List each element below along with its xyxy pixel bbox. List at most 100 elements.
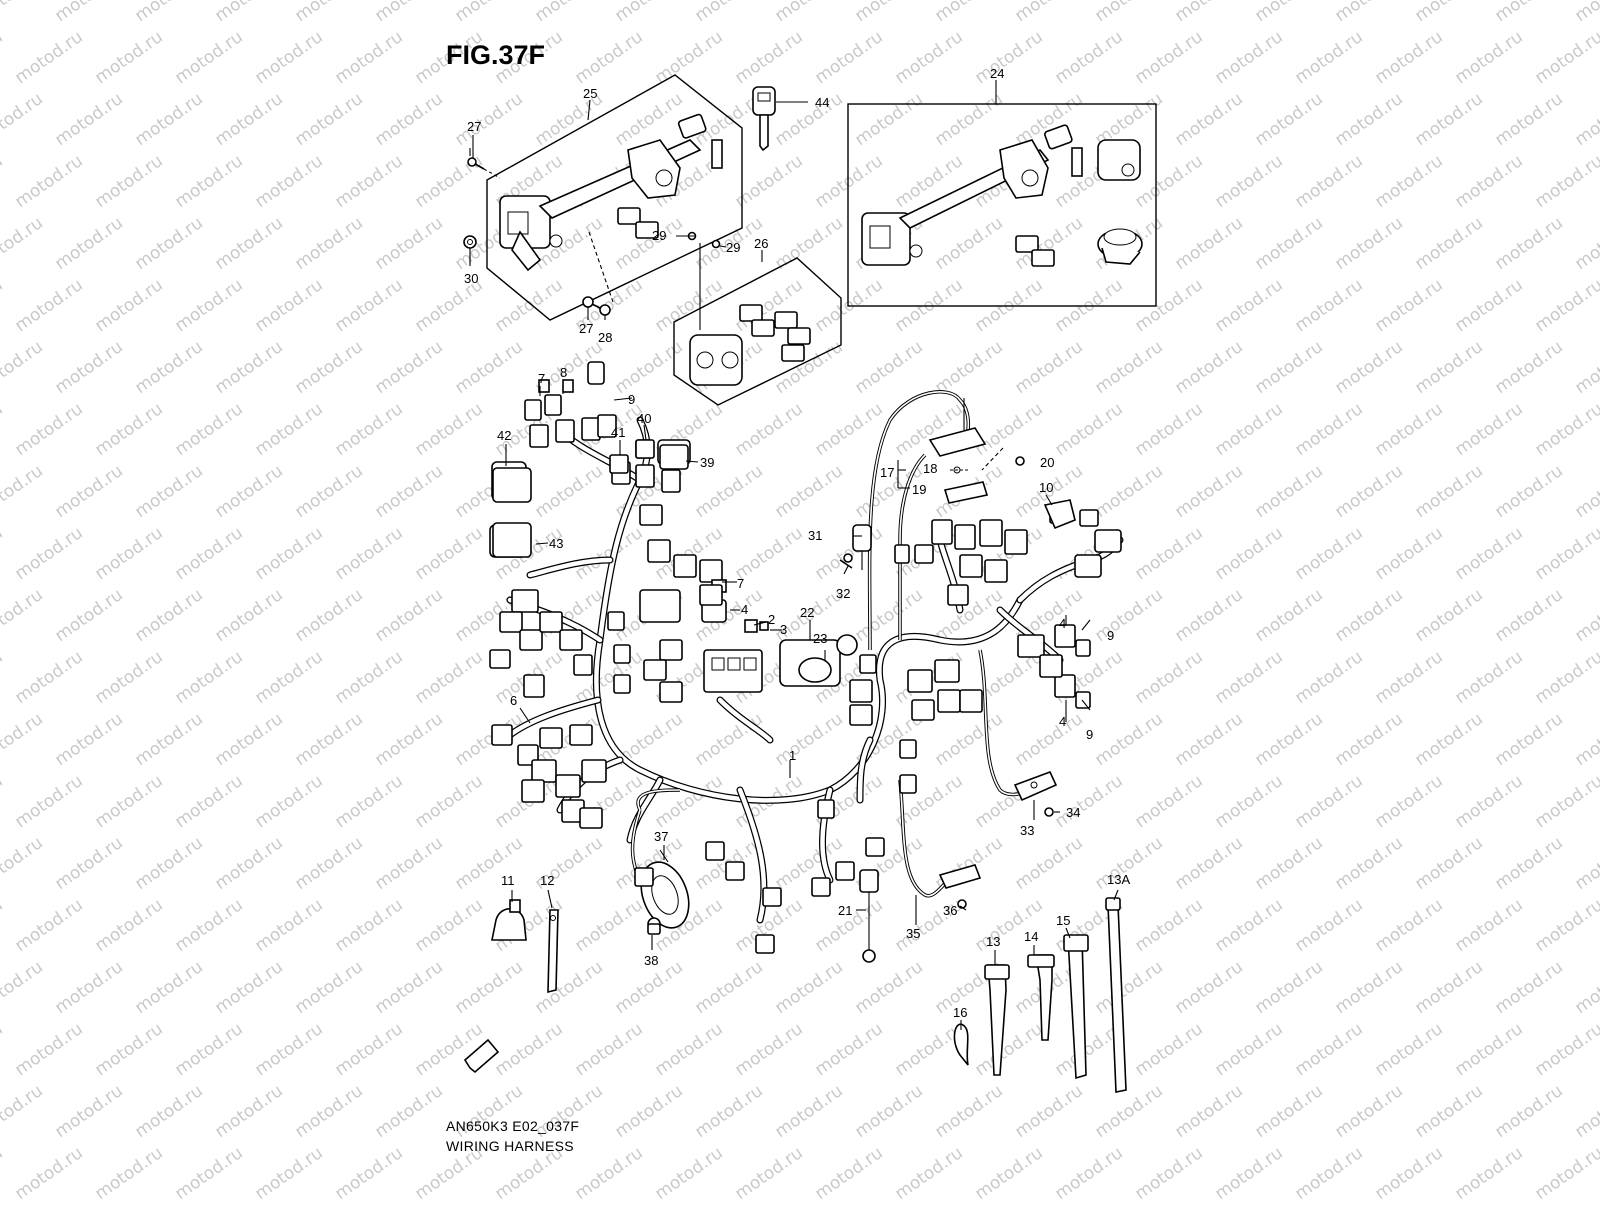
watermark-124: motod.ru [1251, 213, 1326, 274]
watermark-422: motod.ru [1011, 1081, 1086, 1142]
watermark-153: motod.ru [131, 337, 206, 398]
watermark-283: motod.ru [211, 709, 286, 770]
callout-43: 43 [549, 536, 563, 551]
callout-4-right-bottom: 4 [1059, 714, 1066, 729]
watermark-307: motod.ru [411, 771, 486, 832]
watermark-120: motod.ru [931, 213, 1006, 274]
watermark-433: motod.ru [171, 1143, 246, 1200]
watermark-48: motod.ru [331, 27, 406, 88]
watermark-402: motod.ru [1131, 1019, 1206, 1080]
fwd-arrow: FWD [463, 1038, 500, 1074]
watermark-427: motod.ru [1411, 1081, 1486, 1142]
watermark-302: motod.ru [11, 771, 86, 832]
watermark-136: motod.ru [491, 275, 566, 336]
watermark-126: motod.ru [1411, 213, 1486, 274]
watermark-319: motod.ru [1371, 771, 1446, 832]
watermark-239: motod.ru [131, 585, 206, 646]
watermark-428: motod.ru [1491, 1081, 1566, 1142]
watermark-257: motod.ru [1571, 585, 1600, 646]
watermark-405: motod.ru [1371, 1019, 1446, 1080]
callout-9-top: 9 [1107, 628, 1114, 643]
watermark-348: motod.ru [251, 895, 326, 956]
watermark-413: motod.ru [291, 1081, 366, 1142]
watermark-259: motod.ru [11, 647, 86, 708]
callout-23: 23 [813, 631, 827, 646]
watermark-423: motod.ru [1091, 1081, 1166, 1142]
watermark-97: motod.ru [811, 151, 886, 212]
watermark-220: motod.ru [331, 523, 406, 584]
callout-29-right: 29 [726, 240, 740, 255]
watermark-294: motod.ru [1091, 709, 1166, 770]
watermark-43: motod.ru [0, 27, 7, 88]
watermark-232: motod.ru [1291, 523, 1366, 584]
watermark-148: motod.ru [1451, 275, 1526, 336]
watermark-159: motod.ru [611, 337, 686, 398]
watermark-282: motod.ru [131, 709, 206, 770]
callout-2: 2 [768, 612, 775, 627]
callout-37: 37 [654, 829, 668, 844]
watermark-412: motod.ru [211, 1081, 286, 1142]
bracket-17-18-19-20 [928, 398, 1025, 504]
callout-12: 12 [540, 873, 554, 888]
callout-17: 17 [880, 465, 894, 480]
watermark-149: motod.ru [1531, 275, 1600, 336]
watermark-63: motod.ru [1531, 27, 1600, 88]
watermark-339: motod.ru [1251, 833, 1326, 894]
watermark-432: motod.ru [91, 1143, 166, 1200]
watermark-29: motod.ru [531, 0, 606, 26]
watermark-185: motod.ru [971, 399, 1046, 460]
watermark-449: motod.ru [1451, 1143, 1526, 1200]
watermark-370: motod.ru [291, 957, 366, 1018]
connectors-lower [579, 799, 885, 954]
watermark-233: motod.ru [1371, 523, 1446, 584]
callout-labels: 27 25 44 24 30 27 28 29 29 26 7 8 9 40 4… [464, 66, 1130, 1020]
watermark-230: motod.ru [1131, 523, 1206, 584]
watermark-146: motod.ru [1291, 275, 1366, 336]
watermark-167: motod.ru [1251, 337, 1326, 398]
watermark-329: motod.ru [451, 833, 526, 894]
watermark-154: motod.ru [211, 337, 286, 398]
watermark-103: motod.ru [1291, 151, 1366, 212]
watermark-263: motod.ru [331, 647, 406, 708]
watermark-251: motod.ru [1091, 585, 1166, 646]
watermark-383: motod.ru [1331, 957, 1406, 1018]
callout-8: 9 [628, 392, 635, 407]
watermark-325: motod.ru [131, 833, 206, 894]
watermark-292: motod.ru [931, 709, 1006, 770]
watermark-157: motod.ru [451, 337, 526, 398]
watermark-397: motod.ru [731, 1019, 806, 1080]
watermark-296: motod.ru [1251, 709, 1326, 770]
watermark-340: motod.ru [1331, 833, 1406, 894]
watermark-419: motod.ru [771, 1081, 846, 1142]
watermark-386: motod.ru [1571, 957, 1600, 1018]
watermark-214: motod.ru [1571, 461, 1600, 522]
watermark-430: motod.ru [0, 1143, 7, 1200]
ignition-switch-set-25 [486, 74, 743, 321]
watermark-343: motod.ru [1571, 833, 1600, 894]
watermark-172: motod.ru [0, 399, 7, 460]
watermark-203: motod.ru [691, 461, 766, 522]
callout-40: 40 [637, 411, 651, 426]
watermark-186: motod.ru [1051, 399, 1126, 460]
watermark-45: motod.ru [91, 27, 166, 88]
watermark-371: motod.ru [371, 957, 446, 1018]
callout-33: 33 [1020, 823, 1034, 838]
watermark-347: motod.ru [171, 895, 246, 956]
watermark-84: motod.ru [1491, 89, 1566, 150]
watermark-71: motod.ru [451, 89, 526, 150]
callout-24: 24 [990, 66, 1004, 81]
watermark-276: motod.ru [1371, 647, 1446, 708]
watermark-306: motod.ru [331, 771, 406, 832]
watermark-316: motod.ru [1131, 771, 1206, 832]
watermark-31: motod.ru [691, 0, 766, 26]
diagram-code: AN650K3 E02_037F [446, 1118, 580, 1134]
watermark-341: motod.ru [1411, 833, 1486, 894]
watermark-123: motod.ru [1171, 213, 1246, 274]
watermark-290: motod.ru [771, 709, 846, 770]
callout-31: 31 [808, 528, 822, 543]
watermark-389: motod.ru [91, 1019, 166, 1080]
callout-42: 42 [497, 428, 511, 443]
watermark-258: motod.ru [0, 647, 7, 708]
watermark-261: motod.ru [171, 647, 246, 708]
